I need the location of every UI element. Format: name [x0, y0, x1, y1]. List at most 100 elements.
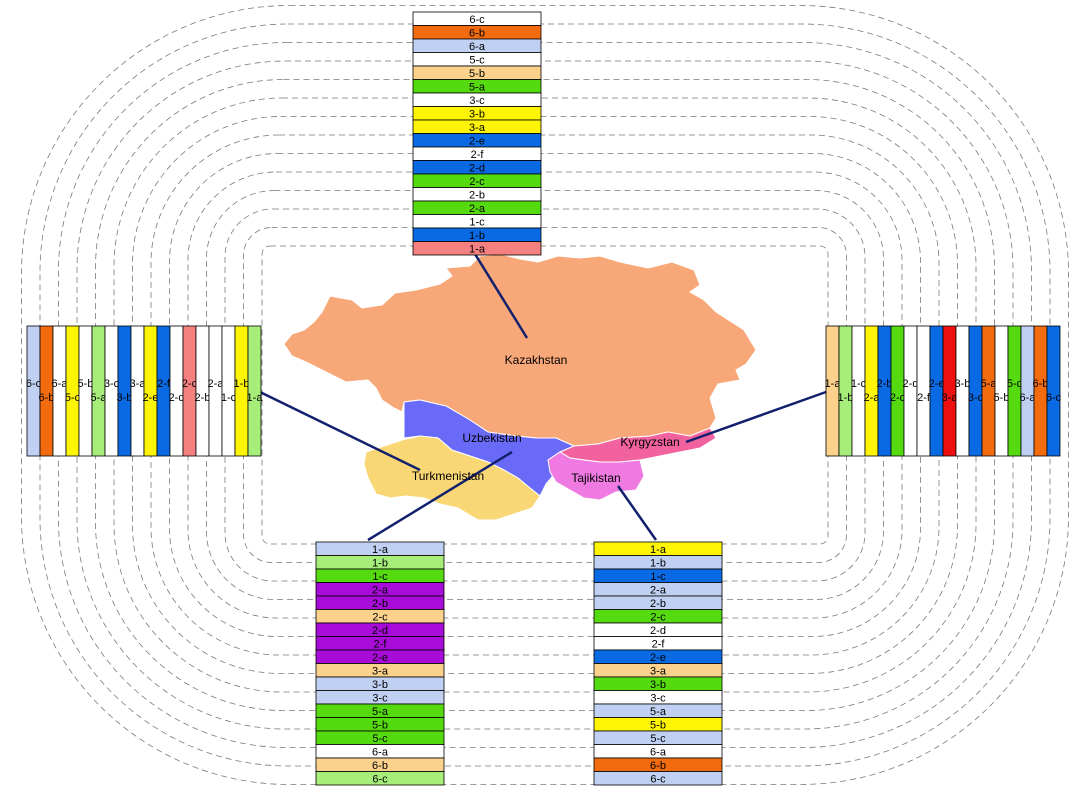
strip-label: 3-a — [469, 122, 486, 134]
strip-bar — [942, 325, 957, 457]
strip-label: 2-c — [372, 611, 388, 623]
strip-label: 2-c — [890, 392, 906, 404]
strip-label: 3-b — [955, 378, 971, 390]
strip-label: 1-c — [372, 571, 388, 583]
strip-bar — [52, 325, 67, 457]
strip-label: 1-b — [650, 557, 666, 569]
strip-label: 3-c — [650, 692, 666, 704]
connector-uzbekistan — [367, 450, 513, 542]
strip-bar — [968, 325, 983, 457]
strip-label: 5-a — [981, 378, 998, 390]
strip-label: 2-d — [372, 625, 388, 637]
strip-label: 6-b — [372, 760, 388, 772]
strip-label: 2-a — [372, 584, 389, 596]
country-labels: Kazakhstan Uzbekistan Turkmenistan Kyrgy… — [412, 353, 680, 485]
country-turkmenistan — [363, 435, 541, 521]
strip-bar — [65, 325, 80, 457]
strip-label: 2-e — [929, 378, 945, 390]
strip-stack-kyrgyzstan: 1-a1-b1-c2-a2-b2-c2-d2-f2-e3-a3-b3-c5-a5… — [825, 325, 1062, 457]
strip-label: 2-f — [157, 378, 171, 390]
strip-bar — [91, 325, 106, 457]
strip-bar — [78, 325, 93, 457]
strip-bar — [593, 771, 723, 786]
strip-label: 6-b — [469, 27, 485, 39]
strip-label: 6-a — [52, 378, 69, 390]
strip-bar — [929, 325, 944, 457]
strip-label: 1-c — [221, 392, 237, 404]
strip-label: 2-e — [372, 652, 388, 664]
strip-label: 6-b — [1033, 378, 1049, 390]
strip-bar — [1020, 325, 1035, 457]
strip-label: 5-b — [372, 719, 388, 731]
strip-label: 2-b — [650, 598, 666, 610]
strip-label: 2-f — [471, 149, 485, 161]
strip-stack-turkmenistan: 6-c6-b6-a5-c5-b5-a3-c3-b3-a2-e2-f2-d2-c2… — [26, 325, 264, 457]
strip-label: 1-b — [469, 230, 485, 242]
strip-label: 2-c — [650, 611, 666, 623]
strip-label: 6-a — [372, 746, 389, 758]
strip-label: 3-b — [650, 679, 666, 691]
strip-label: 2-a — [864, 392, 881, 404]
strip-label: 3-b — [117, 392, 133, 404]
strip-label: 1-b — [372, 557, 388, 569]
label-uzbekistan: Uzbekistan — [462, 431, 521, 445]
strip-bar — [994, 325, 1009, 457]
strip-label: 2-d — [469, 162, 485, 174]
strip-bar — [981, 325, 996, 457]
connector-kyrgyzstan — [685, 390, 827, 444]
strip-label: 5-a — [91, 392, 108, 404]
strip-stack-uzbekistan: 1-a1-b1-c2-a2-b2-c2-d2-f2-e3-a3-b3-c5-a5… — [315, 541, 445, 786]
connector-lines — [259, 253, 827, 542]
strip-bar — [890, 325, 905, 457]
strip-bar — [877, 325, 892, 457]
strip-bar — [130, 325, 145, 457]
strip-label: 5-c — [372, 733, 388, 745]
strip-stack-tajikistan: 1-a1-b1-c2-a2-b2-c2-d2-f2-e3-a3-b3-c5-a5… — [593, 541, 723, 786]
strip-bar — [825, 325, 840, 457]
strip-label: 5-a — [372, 706, 389, 718]
strip-bar — [169, 325, 184, 457]
strip-label: 5-a — [650, 706, 667, 718]
strip-label: 2-c — [182, 378, 198, 390]
strip-label: 5-b — [994, 392, 1010, 404]
strip-label: 5-b — [78, 378, 94, 390]
strip-label: 2-a — [650, 584, 667, 596]
strip-label: 2-a — [469, 203, 486, 215]
strip-label: 6-c — [650, 773, 666, 785]
strip-label: 1-c — [469, 216, 485, 228]
strip-label: 6-c — [26, 378, 42, 390]
strip-label: 6-c — [469, 14, 485, 26]
strip-label: 2-d — [169, 392, 185, 404]
strip-label: 2-c — [469, 176, 485, 188]
strip-label: 1-a — [469, 243, 486, 255]
strip-bar — [104, 325, 119, 457]
strip-label: 3-a — [650, 665, 667, 677]
strip-bar — [26, 325, 41, 457]
strip-stack-kazakhstan: 6-c6-b6-a5-c5-b5-a3-c3-b3-a2-e2-f2-d2-c2… — [412, 11, 542, 256]
strip-bar — [412, 241, 542, 256]
strip-bar — [838, 325, 853, 457]
strip-label: 5-b — [650, 719, 666, 731]
strip-label: 1-b — [838, 392, 854, 404]
strip-label: 2-f — [374, 638, 388, 650]
strip-bar — [1046, 325, 1061, 457]
strip-label: 3-c — [372, 692, 388, 704]
strip-label: 1-a — [247, 392, 264, 404]
strip-bar — [234, 325, 249, 457]
strip-label: 3-a — [372, 665, 389, 677]
strip-bar — [156, 325, 171, 457]
label-kyrgyzstan: Kyrgyzstan — [620, 435, 679, 449]
strip-label: 2-b — [195, 392, 211, 404]
strip-label: 5-c — [469, 54, 485, 66]
strip-label: 3-a — [130, 378, 147, 390]
strip-label: 1-c — [650, 571, 666, 583]
strip-label: 1-a — [372, 544, 389, 556]
strip-label: 2-a — [208, 378, 225, 390]
strip-label: 6-b — [650, 760, 666, 772]
strip-bar — [851, 325, 866, 457]
strip-label: 5-c — [1007, 378, 1023, 390]
strip-label: 1-b — [234, 378, 250, 390]
strip-bar — [1007, 325, 1022, 457]
dashed-frame — [224, 208, 866, 582]
